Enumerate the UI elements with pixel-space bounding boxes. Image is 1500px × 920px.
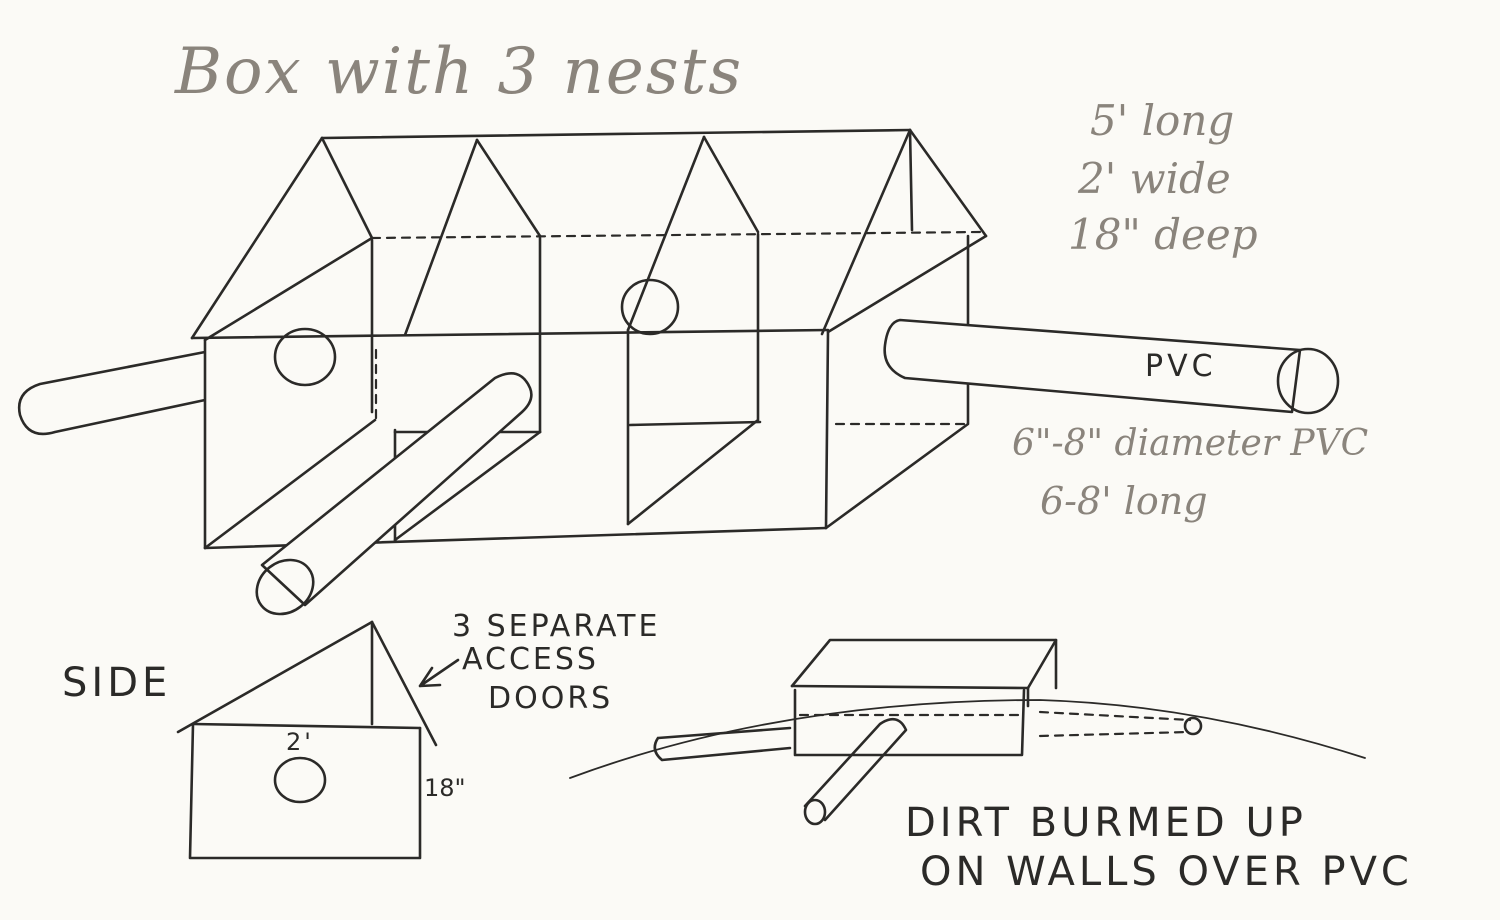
side-width-label: 2' [286,728,314,756]
installed-note-line1: DIRT BURMED UP [905,800,1307,846]
side-view-label: SIDE [62,660,172,706]
side-entry-hole [273,756,327,804]
access-doors-note-line3: DOORS [488,681,614,716]
pipe-diameter-note: 6"-8" diameter PVC [1012,423,1369,464]
pvc-label: PVC [1145,349,1217,384]
installed-view-drawing [569,638,1366,826]
ground-line [569,699,1366,779]
nest-entry-hole [273,327,337,387]
left-pvc-pipe [17,350,206,436]
roof-ridge [320,128,912,140]
access-doors-note-line1: 3 SEPARATE [452,609,661,644]
drawing-title: Box with 3 nests [175,35,744,109]
side-height-label: 18" [424,774,466,802]
access-doors-note-line2: ACCESS [462,642,599,677]
right-pvc-pipe [883,318,1302,414]
side-view-drawing [176,620,460,860]
installed-note-line2: ON WALLS OVER PVC [920,849,1413,895]
dimension-depth: 18" deep [1068,210,1258,259]
front-pvc-pipe [260,372,533,607]
access-door-arrow [418,658,460,688]
nest-entry-hole [620,278,680,336]
dimension-width: 2' wide [1078,154,1231,203]
pipe-length-note: 6-8' long [1040,479,1208,523]
nest-box-drawing [17,128,1340,616]
dimension-length: 5' long [1090,96,1235,145]
